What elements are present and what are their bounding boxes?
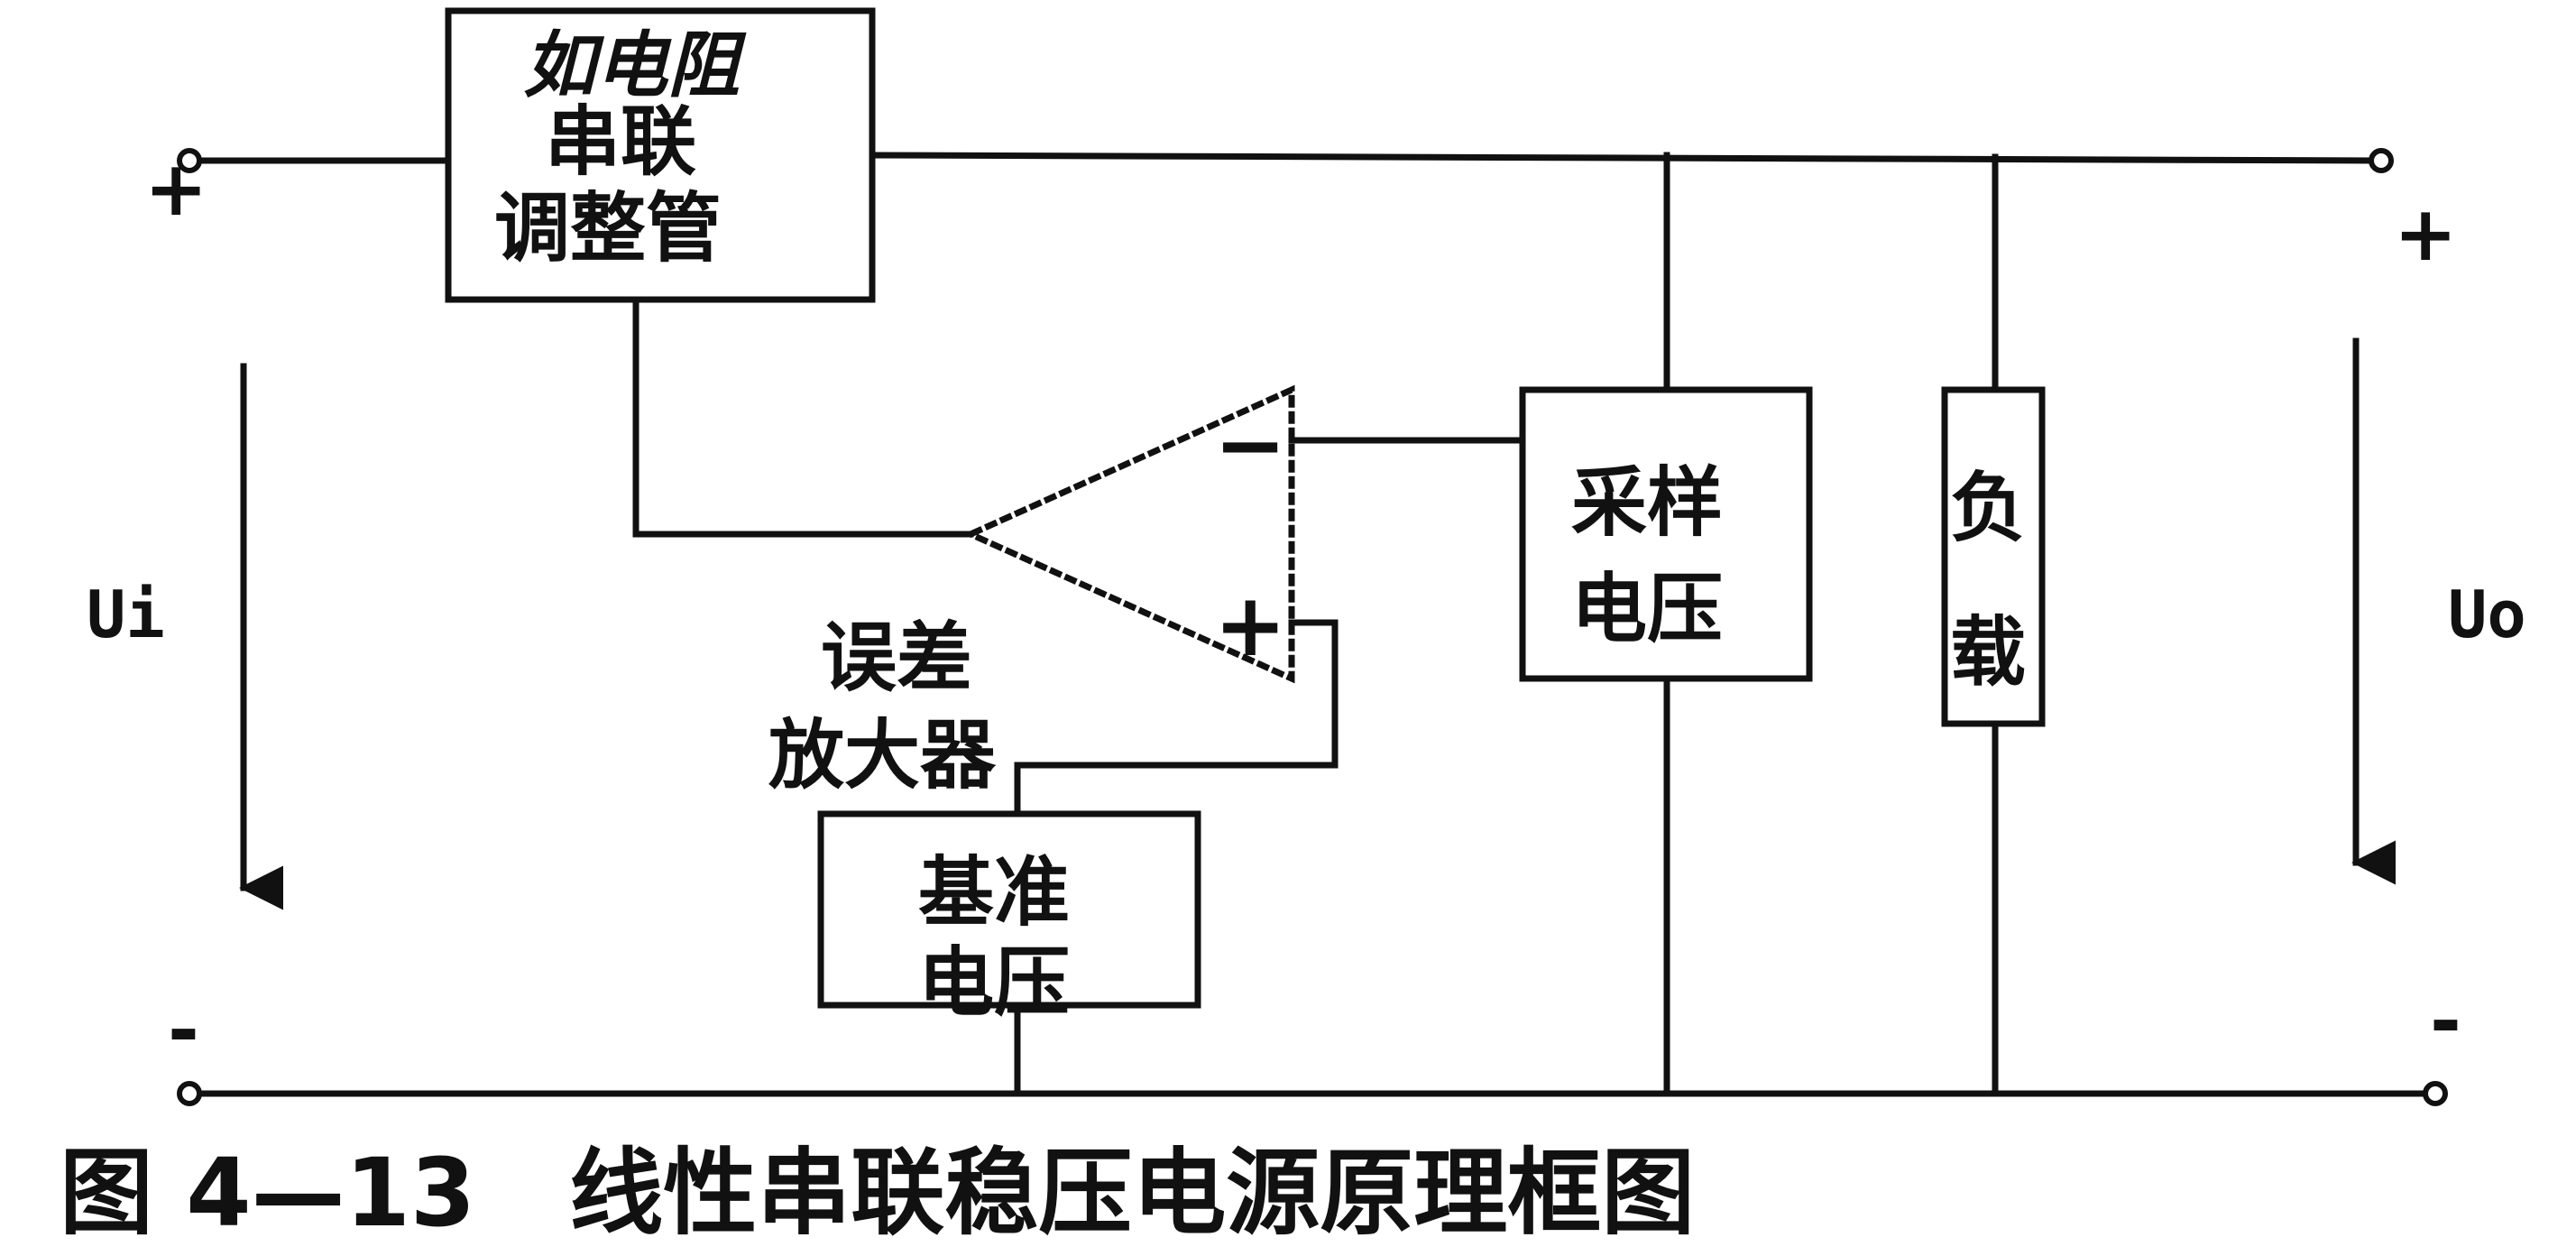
series-regulator-label-line1: 串联 <box>545 97 696 186</box>
amplifier-minus-sign: − <box>1214 394 1286 495</box>
reference-voltage-box <box>817 810 1201 1009</box>
sampling-voltage-box <box>1519 386 1813 682</box>
sampling-voltage-label-line1: 采样 <box>1571 458 1723 547</box>
amplifier-plus-sign: + <box>1214 575 1286 676</box>
output-terminal-top <box>2369 148 2394 173</box>
error-amplifier-label-line1: 误差 <box>821 614 972 702</box>
top-rail-right <box>869 152 2380 164</box>
load-label-line1: 负 <box>1950 464 2026 552</box>
input-terminal-bottom <box>177 1081 202 1106</box>
input-plus-mark: + <box>144 144 207 233</box>
reference-to-plus-wire <box>1014 619 1339 817</box>
reference-voltage-label-line1: 基准 <box>918 848 1070 937</box>
load-label-line2: 载 <box>1950 608 2026 697</box>
regulator-to-amplifier-wire <box>632 296 974 538</box>
series-regulator-box <box>445 7 876 303</box>
input-terminal-top <box>177 148 202 173</box>
handwritten-note: 如电阻 <box>523 23 747 107</box>
output-minus-mark: - <box>2430 976 2461 1065</box>
series-regulator-label-line2: 调整管 <box>494 184 722 272</box>
input-voltage-label: Ui <box>87 577 165 652</box>
sampling-voltage-label-line2: 电压 <box>1571 565 1723 653</box>
error-amplifier-label-line2: 放大器 <box>768 711 997 799</box>
output-plus-mark: + <box>2394 189 2457 278</box>
output-terminal-bottom <box>2423 1081 2448 1106</box>
error-amplifier-triangle <box>962 384 1295 684</box>
input-minus-mark: - <box>168 985 199 1074</box>
reference-voltage-label-line2: 电压 <box>918 938 1070 1027</box>
figure-caption: 图 4—13 线性串联稳压电源原理框图 <box>60 1138 1695 1248</box>
load-box <box>1941 386 2046 727</box>
output-voltage-label: Uo <box>2448 577 2526 652</box>
